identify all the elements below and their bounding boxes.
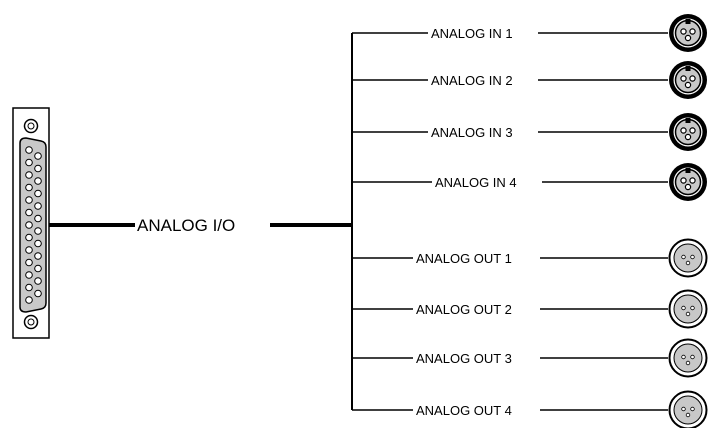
connector-pin <box>25 258 33 267</box>
connector-pin <box>34 214 42 223</box>
input-branch: ANALOG IN 4 <box>352 175 668 190</box>
xlr-female-connector <box>669 163 707 201</box>
output-branch: ANALOG OUT 3 <box>352 351 668 366</box>
bottom-mounting-screw <box>23 314 39 330</box>
input-branch: ANALOG IN 1 <box>352 26 668 41</box>
connector-pin <box>34 277 42 285</box>
connector-pin <box>34 252 42 260</box>
connector-pin <box>34 177 42 185</box>
connector-pin <box>25 196 33 204</box>
top-mounting-screw <box>23 118 39 134</box>
connector-pins <box>25 146 42 304</box>
connector-pin <box>34 239 42 248</box>
xlr-male-connector <box>668 338 708 378</box>
connector-pin <box>34 189 42 198</box>
connector-pin <box>34 152 42 160</box>
xlr-input-connectors <box>669 14 707 201</box>
connector-pin <box>25 158 33 167</box>
output-branch: ANALOG OUT 1 <box>352 251 668 266</box>
input-label: ANALOG IN 2 <box>431 73 513 88</box>
output-branch: ANALOG OUT 2 <box>352 302 668 317</box>
connector-pin <box>34 164 42 173</box>
output-label: ANALOG OUT 1 <box>416 251 512 266</box>
output-label: ANALOG OUT 2 <box>416 302 512 317</box>
connector-pin <box>25 221 33 229</box>
connector-shell <box>19 137 47 313</box>
connector-pin <box>25 233 33 242</box>
connector-pin <box>25 208 33 217</box>
connector-pin <box>34 289 42 298</box>
connector-pin <box>34 264 42 273</box>
input-branch: ANALOG IN 2 <box>352 73 668 88</box>
output-branch: ANALOG OUT 4 <box>352 403 668 418</box>
connector-pin <box>34 202 42 210</box>
xlr-female-connector <box>669 14 707 52</box>
connector-pin <box>25 183 33 192</box>
xlr-female-connector <box>669 113 707 151</box>
input-label: ANALOG IN 3 <box>431 125 513 140</box>
main-label: ANALOG I/O <box>137 216 235 235</box>
xlr-male-connector <box>668 238 708 278</box>
input-label: ANALOG IN 4 <box>435 175 517 190</box>
connector-pin <box>25 271 33 279</box>
connector-pin <box>25 171 33 179</box>
connector-pin <box>25 146 33 154</box>
xlr-male-connector <box>668 289 708 329</box>
input-label: ANALOG IN 1 <box>431 26 513 41</box>
xlr-male-connector <box>668 390 708 428</box>
input-branch: ANALOG IN 3 <box>352 125 668 140</box>
connector-pin <box>25 246 33 254</box>
connector-pin <box>25 283 33 292</box>
output-label: ANALOG OUT 4 <box>416 403 512 418</box>
output-label: ANALOG OUT 3 <box>416 351 512 366</box>
xlr-output-connectors <box>668 238 708 428</box>
db25-connector <box>12 107 50 339</box>
connector-pin <box>34 227 42 235</box>
xlr-female-connector <box>669 61 707 99</box>
connector-pin <box>25 296 33 304</box>
